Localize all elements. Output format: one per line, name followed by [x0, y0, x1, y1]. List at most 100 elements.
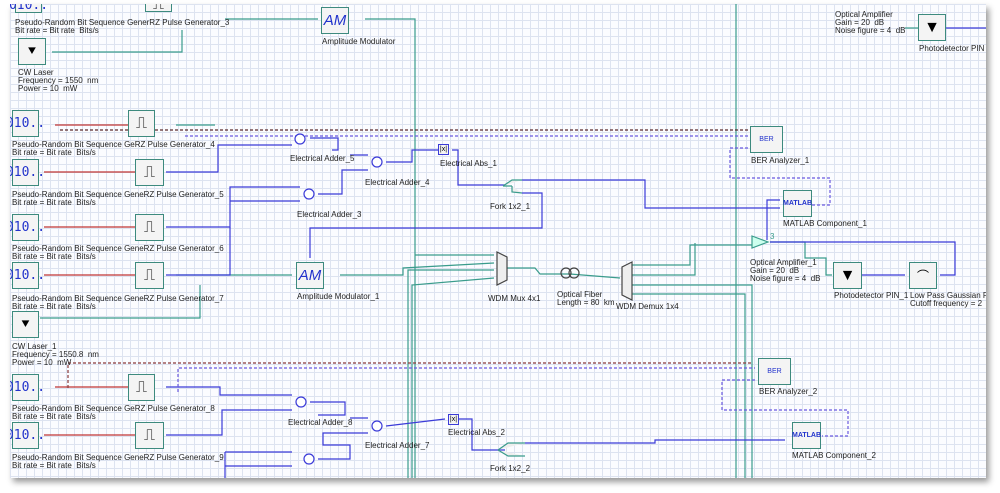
prbs6-param: Bit rate = Bit rate Bits/s: [12, 252, 96, 261]
prbs-icon: 010..: [10, 165, 46, 180]
prbs5-label: Pseudo-Random Bit Sequence GeneRZ Pulse …: [12, 190, 224, 199]
adder7-label: Electrical Adder_7: [365, 441, 430, 450]
photodetector-pin-1[interactable]: ▼: [833, 262, 862, 289]
rz-pulse-generator-3[interactable]: ⎍: [145, 4, 172, 13]
monitor-wires: [60, 129, 849, 437]
fork-icon: [502, 179, 523, 194]
electrical-abs-2[interactable]: |x|: [448, 414, 459, 425]
cw-laser1-freq: Frequency = 1550.8 nm: [12, 350, 99, 359]
prbs4-label: Pseudo-Random Bit Sequence GeRZ Pulse Ge…: [12, 140, 215, 149]
fiber-length: Length = 80 km: [557, 298, 615, 307]
low-pass-gaussian-filter[interactable]: ⌒: [909, 262, 937, 289]
prbs8-label: Pseudo-Random Bit Sequence GeRZ Pulse Ge…: [12, 404, 215, 413]
lpf-cutoff: Cutoff frequency = 2: [910, 299, 983, 308]
prbs-generator-8[interactable]: 010..: [10, 374, 45, 401]
opt-amp1-label: Optical Amplifier_1: [750, 258, 817, 267]
lpf-label: Low Pass Gaussian F: [910, 291, 986, 300]
prbs-generator-4[interactable]: 010..: [10, 110, 45, 137]
prbs-icon: 010..: [10, 116, 46, 131]
fiber-coil-icon: [560, 267, 572, 279]
laser-diode-icon: ⯆: [19, 316, 32, 332]
prbs7-label: Pseudo-Random Bit Sequence GeneRZ Pulse …: [12, 294, 224, 303]
fork1-label: Fork 1x2_1: [490, 202, 531, 211]
optical-amplifier-icon: [751, 235, 770, 249]
rz-pulse-generator-5[interactable]: ⎍: [135, 159, 164, 186]
matlab-icon: MATLAB: [791, 432, 822, 439]
ber-eye-icon: BER: [767, 368, 782, 375]
cw-laser-label: CW Laser: [18, 68, 54, 77]
am-label: Amplitude Modulator: [322, 37, 396, 46]
ber-eye-icon: BER: [759, 136, 774, 143]
am-icon: AM: [323, 12, 347, 29]
prbs-icon: 010..: [10, 4, 49, 13]
wdm-demux-shape: [621, 261, 633, 301]
opt-amp-nf: Noise figure = 4 dB: [835, 26, 906, 35]
cw-laser[interactable]: ⯆: [18, 38, 46, 65]
prbs-icon: 010..: [10, 428, 46, 443]
adder3-label: Electrical Adder_3: [297, 210, 362, 219]
prbs4-param: Bit rate = Bit rate Bits/s: [12, 148, 96, 157]
prbs8-param: Bit rate = Bit rate Bits/s: [12, 412, 96, 421]
adder-icon: [294, 133, 306, 145]
am1-label: Amplitude Modulator_1: [297, 292, 380, 301]
prbs-generator-7[interactable]: 010..: [10, 262, 45, 289]
rz-pulse-generator-7[interactable]: ⎍: [135, 262, 164, 289]
cw-laser-power: Power = 10 mW: [18, 84, 78, 93]
opt-amp1-port: 3: [770, 232, 775, 241]
prbs5-param: Bit rate = Bit rate Bits/s: [12, 198, 96, 207]
ber1-label: BER Analyzer_1: [751, 156, 810, 165]
rz-pulse-generator-4[interactable]: ⎍: [128, 110, 155, 137]
adder5-label: Electrical Adder_5: [290, 154, 355, 163]
prbs-generator-3[interactable]: 010..: [10, 4, 48, 13]
prbs-generator-9[interactable]: 010..: [10, 422, 45, 449]
rz-pulse-generator-8[interactable]: ⎍: [128, 374, 155, 401]
prbs3-label: Pseudo-Random Bit Sequence GenerRZ Pulse…: [15, 18, 230, 27]
photodiode-icon: ▼: [924, 18, 940, 36]
prbs-generator-6[interactable]: 010..: [10, 214, 45, 241]
matlab-component-1[interactable]: MATLAB: [783, 190, 812, 217]
fiber-label: Optical Fiber: [557, 290, 603, 299]
adder4-label: Electrical Adder_4: [365, 178, 430, 187]
prbs-generator-5[interactable]: 010..: [10, 159, 45, 186]
ber-analyzer-2[interactable]: BER: [758, 358, 791, 385]
opt-amp-label: Optical Amplifier: [835, 10, 893, 19]
amplitude-modulator-1[interactable]: AM: [296, 262, 324, 289]
matlab-component-2[interactable]: MATLAB: [792, 422, 821, 449]
adder-icon: [295, 396, 307, 408]
electrical-wires: [166, 27, 986, 478]
pd1-label: Photodetector PIN_1: [834, 291, 909, 300]
abs1-label: Electrical Abs_1: [440, 159, 497, 168]
mux-shapes: [496, 179, 770, 457]
prbs7-param: Bit rate = Bit rate Bits/s: [12, 302, 96, 311]
prbs-icon: 010..: [10, 220, 46, 235]
cw-laser-freq: Frequency = 1550 nm: [18, 76, 99, 85]
prbs9-label: Pseudo-Random Bit Sequence GeneRZ Pulse …: [12, 453, 224, 462]
opt-amp1-gain: Gain = 20 dB: [750, 266, 800, 275]
adder-icon: [371, 420, 383, 432]
cw-laser1-power: Power = 10 mW: [12, 358, 72, 367]
adder-icon: [371, 156, 383, 168]
fork-icon: [497, 442, 525, 457]
prbs3-param: Bit rate = Bit rate Bits/s: [15, 26, 99, 35]
amplitude-modulator[interactable]: AM: [321, 7, 349, 34]
opt-amp1-nf: Noise figure = 4 dB: [750, 274, 821, 283]
photodetector-pin[interactable]: ▼: [918, 14, 946, 41]
filter-response-icon: ⌒: [916, 269, 929, 283]
matlab2-label: MATLAB Component_2: [792, 451, 876, 460]
matlab-icon: MATLAB: [782, 200, 813, 207]
electrical-abs-1[interactable]: |x|: [438, 144, 449, 155]
optical-wires: [40, 4, 918, 478]
prbs-icon: 010..: [10, 380, 46, 395]
adder-icon: [303, 453, 315, 465]
pd-label: Photodetector PIN: [919, 44, 985, 53]
rz-pulse-generator-9[interactable]: ⎍: [135, 422, 164, 449]
rz-pulse-generator-6[interactable]: ⎍: [135, 214, 164, 241]
prbs-icon: 010..: [10, 268, 46, 283]
am-icon: AM: [298, 267, 322, 284]
prbs9-param: Bit rate = Bit rate Bits/s: [12, 461, 96, 470]
ber-analyzer-1[interactable]: BER: [750, 126, 783, 153]
cw-laser-1[interactable]: ⯆: [12, 311, 39, 338]
adder8-label: Electrical Adder_8: [288, 418, 353, 427]
schematic-canvas[interactable]: 010.. ⎍ Pseudo-Random Bit Sequence Gener…: [10, 4, 986, 478]
fiber-coil-icon: [568, 267, 580, 279]
